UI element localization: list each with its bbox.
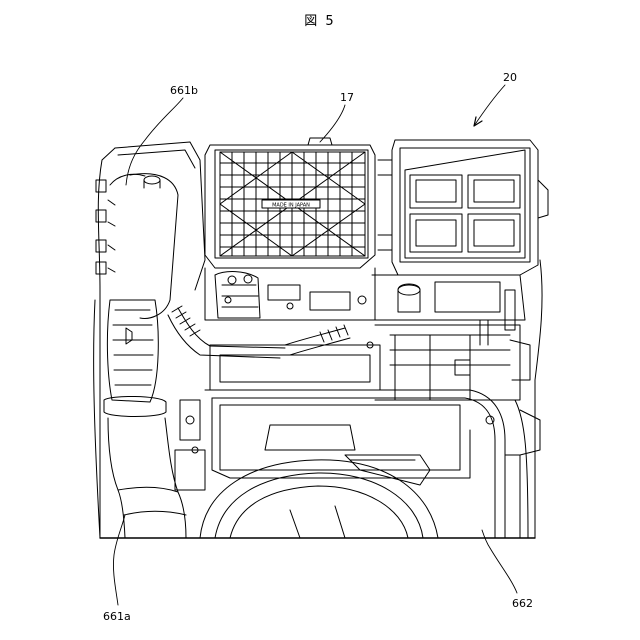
unit-20: [372, 140, 548, 345]
filter-marking: MADE IN JAPAN: [272, 203, 310, 209]
detail-marks: [175, 297, 530, 490]
lower-tray: [205, 390, 540, 538]
left-air-duct: [94, 142, 205, 538]
drum: [200, 455, 438, 538]
filter-box-17: MADE IN JAPAN: [205, 138, 375, 320]
